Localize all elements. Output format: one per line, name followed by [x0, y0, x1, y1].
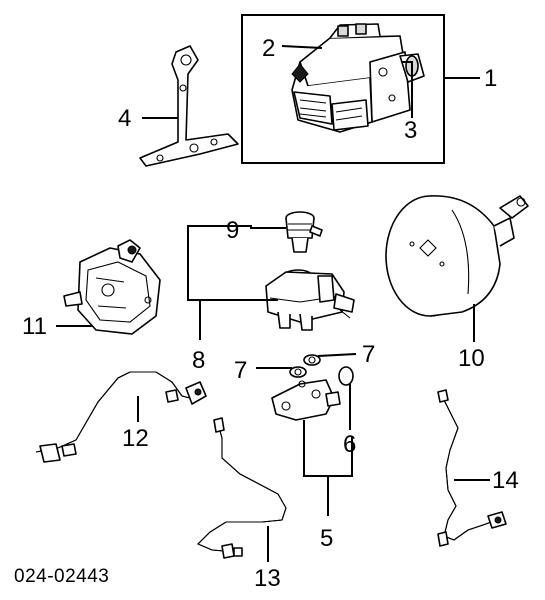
callout-9: 9	[226, 217, 239, 244]
callout-12: 12	[122, 425, 149, 452]
cable-12	[35, 371, 207, 463]
callout-1: 1	[484, 65, 497, 92]
callout-3-leader	[402, 61, 413, 118]
callout-5-leader	[303, 420, 353, 516]
callout-7b: 7	[362, 341, 375, 368]
callout-3: 3	[404, 117, 417, 144]
callout-7a: 7	[234, 357, 247, 384]
cable-13	[197, 417, 287, 559]
callout-8-leader	[187, 225, 278, 340]
callout-2: 2	[262, 35, 275, 62]
cable-14	[437, 389, 507, 547]
abs-unit-frame	[241, 14, 445, 164]
callout-14: 14	[492, 467, 519, 494]
brake-booster	[385, 195, 529, 317]
bracket-part	[139, 45, 239, 167]
figure-code: 024-02443	[14, 566, 109, 587]
callout-8: 8	[192, 347, 205, 374]
callout-5: 5	[320, 525, 333, 552]
callout-7b-leader	[317, 353, 357, 357]
brake-valve	[271, 354, 354, 421]
callout-10: 10	[458, 345, 485, 372]
callout-4: 4	[118, 105, 131, 132]
fluid-reservoir	[265, 211, 355, 331]
abs-hydraulic-unit	[291, 23, 425, 133]
callout-6: 6	[343, 431, 356, 458]
callout-11: 11	[22, 313, 47, 340]
callout-13: 13	[254, 565, 281, 592]
callout-2-leader	[281, 45, 323, 49]
vacuum-pump	[63, 239, 161, 335]
